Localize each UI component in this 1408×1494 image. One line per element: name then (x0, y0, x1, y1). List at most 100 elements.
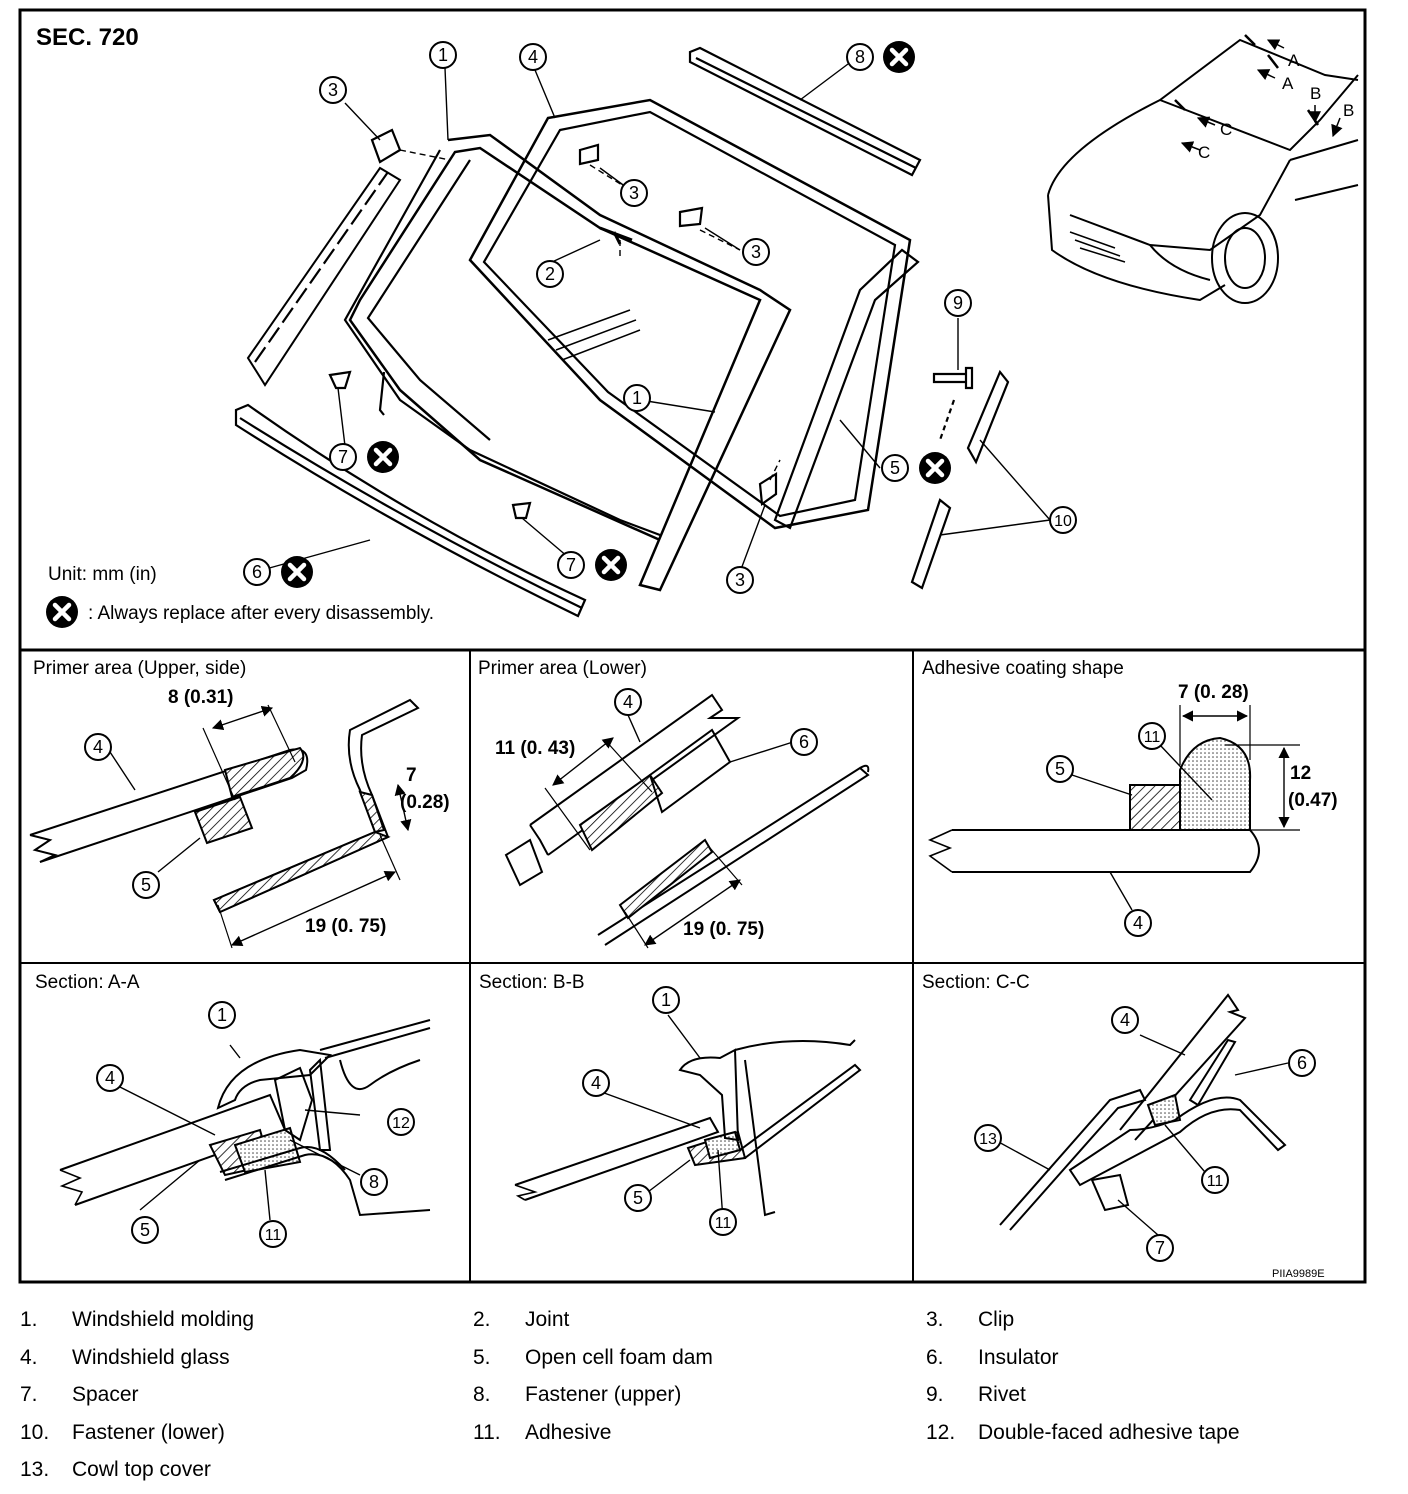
primer-lower-dim-width: 11 (0. 43) (495, 738, 575, 759)
section-cc-drawing (994, 993, 1289, 1236)
foam-dam-right (773, 248, 920, 530)
legend-label: Spacer (72, 1383, 139, 1406)
section-bb-callout-4: 4 (591, 1073, 601, 1093)
section-aa-drawing (59, 1019, 431, 1221)
adhesive-dim-width: 7 (0. 28) (1178, 682, 1249, 703)
adhesive-callout-5: 5 (1055, 759, 1065, 779)
callout-6: 6 (252, 562, 262, 582)
section-mark-a1: A (1288, 51, 1300, 70)
legend-label: Clip (978, 1308, 1015, 1331)
legend-num: 7. (20, 1383, 38, 1406)
callout-7-bottom: 7 (566, 555, 576, 575)
section-aa-callout-4: 4 (105, 1068, 115, 1088)
primer-upper-dim-length: 19 (0. 75) (305, 916, 386, 937)
section-code: SEC. 720 (36, 24, 139, 51)
unit-note: Unit: mm (in) (48, 564, 157, 585)
section-mark-b1: B (1310, 84, 1321, 103)
section-cc-callout-11: 11 (1207, 1173, 1224, 1190)
primer-lower-callout-6: 6 (799, 732, 809, 752)
callout-3-bottom: 3 (735, 570, 745, 590)
callout-7-left: 7 (338, 447, 348, 467)
main-callouts (243, 41, 1077, 594)
legend-label: Open cell foam dam (525, 1346, 713, 1369)
callout-1-side: 1 (632, 388, 642, 408)
windshield-glass (468, 98, 912, 530)
callout-4: 4 (528, 47, 538, 67)
section-mark-c2: C (1198, 143, 1210, 162)
callout-10: 10 (1054, 513, 1072, 530)
primer-upper-dim-side-bottom: (0.28) (400, 792, 450, 813)
legend-label: Double-faced adhesive tape (978, 1421, 1240, 1444)
legend-num: 1. (20, 1308, 38, 1331)
legend-num: 11. (473, 1421, 501, 1444)
primer-lower-callout-4: 4 (623, 692, 633, 712)
primer-upper-callout-4: 4 (93, 737, 103, 757)
panel-title-section-bb: Section: B-B (479, 972, 585, 993)
legend-num: 8. (473, 1383, 491, 1406)
legend-label: Rivet (978, 1383, 1026, 1406)
primer-lower-dim-length: 19 (0. 75) (683, 919, 764, 940)
legend-num: 13. (20, 1458, 50, 1481)
panel-title-section-aa: Section: A-A (35, 972, 140, 993)
callout-1-top: 1 (438, 45, 448, 65)
legend-num: 10. (20, 1421, 50, 1444)
section-mark-a2: A (1282, 74, 1294, 93)
legend-num: 12. (926, 1421, 956, 1444)
replace-mark-8 (883, 41, 915, 73)
section-cc-callout-6: 6 (1297, 1053, 1307, 1073)
legend-label: Windshield molding (72, 1308, 255, 1331)
callout-2: 2 (545, 264, 555, 284)
section-bb-callout-5: 5 (633, 1188, 643, 1208)
legend-label: Fastener (upper) (525, 1383, 682, 1406)
exploded-view (234, 46, 1051, 618)
primer-upper-callout-5: 5 (141, 875, 151, 895)
panel-title-adhesive-shape: Adhesive coating shape (922, 658, 1124, 679)
parts-legend: 1.Windshield molding 2.Joint 3.Clip 4.Wi… (0, 1296, 1408, 1494)
section-cc-callout-13: 13 (979, 1131, 997, 1148)
replace-mark-7-left (367, 441, 399, 473)
legend-label: Insulator (978, 1346, 1059, 1369)
adhesive-shape-drawing (927, 705, 1300, 911)
callout-3-mid1: 3 (629, 183, 639, 203)
callout-3-left: 3 (328, 80, 338, 100)
primer-lower-drawing (504, 693, 870, 949)
legend-num: 3. (926, 1308, 944, 1331)
callout-8: 8 (855, 47, 865, 67)
replace-mark-legend (46, 596, 78, 628)
legend-label: Joint (525, 1308, 570, 1331)
adhesive-dim-height-bottom: (0.47) (1288, 790, 1338, 811)
section-aa-callout-12: 12 (392, 1115, 410, 1132)
section-cc-callout-4: 4 (1120, 1010, 1130, 1030)
section-bb-drawing (514, 1014, 862, 1221)
legend-label: Windshield glass (72, 1346, 230, 1369)
legend-num: 9. (926, 1383, 944, 1406)
replace-mark-7-bottom (595, 549, 627, 581)
replace-mark-5 (919, 452, 951, 484)
legend-label: Fastener (lower) (72, 1421, 225, 1444)
panel-title-primer-upper: Primer area (Upper, side) (33, 658, 246, 679)
section-aa-callout-11: 11 (265, 1227, 282, 1244)
adhesive-callout-11: 11 (1144, 729, 1161, 746)
panel-title-primer-lower: Primer area (Lower) (478, 658, 647, 679)
legend-label: Cowl top cover (72, 1458, 211, 1481)
replace-note: : Always replace after every disassembly… (88, 603, 434, 624)
legend-num: 4. (20, 1346, 38, 1369)
insulator-left (246, 166, 402, 387)
panel-title-section-cc: Section: C-C (922, 972, 1030, 993)
legend-label: Adhesive (525, 1421, 612, 1444)
primer-upper-dim-side-top: 7 (406, 765, 417, 786)
section-aa-callout-5: 5 (140, 1220, 150, 1240)
windshield-molding (348, 133, 792, 592)
section-cc-callout-7: 7 (1155, 1238, 1165, 1258)
section-bb-callout-1: 1 (661, 990, 671, 1010)
adhesive-callout-4: 4 (1133, 913, 1143, 933)
callout-9: 9 (953, 293, 963, 313)
callout-5: 5 (890, 458, 900, 478)
legend-num: 5. (473, 1346, 491, 1369)
callout-3-mid2: 3 (751, 242, 761, 262)
primer-upper-dim-width: 8 (0.31) (168, 687, 233, 708)
figure-id: PIIA9989E (1272, 1268, 1325, 1280)
windshield-diagram: SEC. 720 (18, 8, 1367, 1284)
primer-upper-drawing (29, 698, 420, 949)
adhesive-dim-height-top: 12 (1290, 763, 1311, 784)
